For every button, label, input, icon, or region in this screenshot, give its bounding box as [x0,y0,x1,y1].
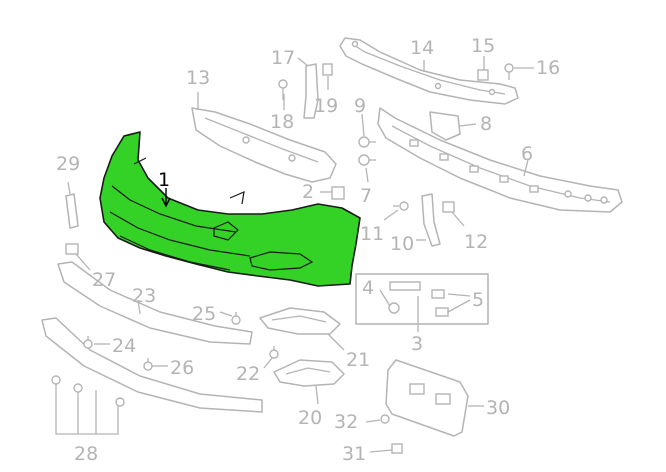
callout-1: 1 [158,169,170,191]
callout-12: 12 [464,231,488,253]
part-27-clip[interactable] [65,243,79,255]
part-30-license-bracket[interactable] [385,359,469,437]
callout-30: 30 [486,397,510,419]
callout-9: 9 [354,95,366,117]
callout-23: 23 [132,285,156,307]
part-22-push-pin[interactable] [269,346,279,359]
callout-28: 28 [74,443,98,465]
callout-25: 25 [192,303,216,325]
part-14-upper-support[interactable] [339,37,519,105]
part-10-bracket[interactable] [421,193,441,247]
part-32-screw[interactable] [380,414,390,424]
callout-4: 4 [362,277,374,299]
part-13-left-bracket[interactable] [191,107,337,183]
callout-21: 21 [346,349,370,371]
callout-6: 6 [521,143,533,165]
callout-7: 7 [360,185,372,207]
part-29-bracket[interactable] [65,193,79,229]
callout-20: 20 [298,407,322,429]
callout-15: 15 [471,35,495,57]
callout-14: 14 [410,37,434,59]
callout-32: 32 [334,411,358,433]
part-18-bolt[interactable] [278,79,288,100]
callout-27: 27 [92,269,116,291]
part-24-push-pin[interactable] [83,336,93,349]
callout-16: 16 [536,57,560,79]
callout-3: 3 [411,333,423,355]
callout-10: 10 [390,233,414,255]
part-16-bolt[interactable] [504,63,514,80]
callout-labels: 1 2 3 4 5 6 7 8 9 10 11 12 13 14 15 16 1… [56,35,560,465]
callout-11: 11 [360,223,384,245]
part-2-clip[interactable] [331,186,345,200]
part-20-fog-trim[interactable] [273,359,345,387]
callout-18: 18 [270,111,294,133]
part-1-bumper-fascia[interactable] [99,131,361,287]
callout-31: 31 [342,443,366,465]
part-17-bracket[interactable] [303,63,319,119]
part-8-bracket[interactable] [429,111,461,141]
part-23-lower-valance[interactable] [57,261,253,345]
part-31-nut[interactable] [391,443,403,454]
part-12-clip[interactable] [442,201,455,213]
callout-2: 2 [302,181,314,203]
callout-13: 13 [186,67,210,89]
part-15-nut[interactable] [477,69,489,81]
callout-5: 5 [472,289,484,311]
part-9-screw[interactable] [358,136,376,148]
callout-19: 19 [314,95,338,117]
part-21-fog-bezel[interactable] [259,307,341,335]
part-28-fasteners[interactable] [51,375,125,407]
leader-lines [55,56,534,453]
callout-24: 24 [112,335,136,357]
part-25-push-pin[interactable] [231,312,241,325]
part-6-impact-bar[interactable] [377,107,623,213]
part-3-group[interactable] [355,273,489,325]
callout-8: 8 [480,113,492,135]
callout-26: 26 [170,357,194,379]
part-7-screw[interactable] [358,154,376,166]
callout-17: 17 [271,47,295,69]
callout-29: 29 [56,153,80,175]
part-19-clip[interactable] [322,63,333,76]
part-11-bolt[interactable] [393,201,409,211]
callout-22: 22 [236,363,260,385]
part-26-push-pin[interactable] [143,358,153,371]
